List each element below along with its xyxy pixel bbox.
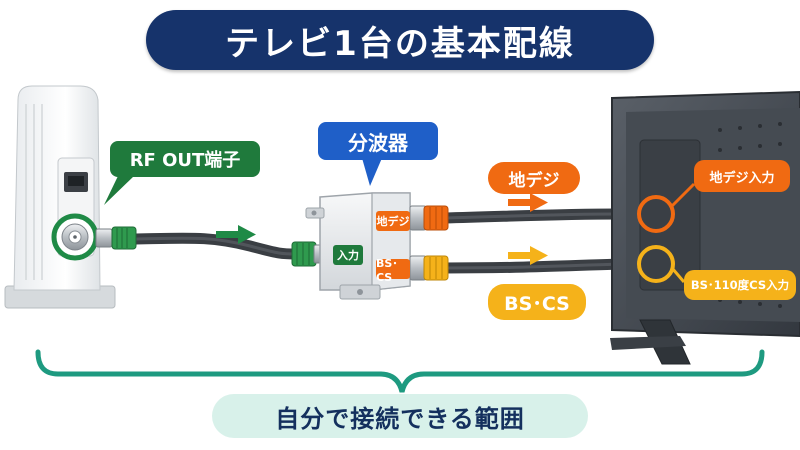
chideji-input-leader	[670, 182, 696, 208]
bscs-input-highlight	[637, 245, 675, 283]
signal-bscs-tag: BS･CS	[488, 284, 586, 320]
chideji-input-highlight	[637, 195, 675, 233]
tv-input-bscs-label: BS･110度CS入力	[684, 270, 796, 300]
tv-input-chideji-label: 地デジ入力	[694, 160, 790, 192]
page-title: テレビ1台の基本配線	[146, 10, 654, 70]
bscs-input-leader	[670, 267, 686, 283]
range-bracket	[35, 349, 765, 393]
range-caption: 自分で接続できる範囲	[212, 394, 588, 438]
input-cable	[95, 226, 329, 267]
splitter-callout-pointer	[362, 158, 382, 186]
rf-out-port-icon	[61, 223, 89, 251]
rf-out-callout-pointer	[104, 176, 134, 205]
arrow-right-icon	[508, 246, 548, 265]
splitter-output-bscs-label: BS･CS	[376, 257, 410, 284]
lan-port-icon	[64, 172, 88, 192]
splitter-label: 分波器	[318, 122, 438, 160]
wall-terminal-icon	[4, 85, 116, 309]
signal-chideji-tag: 地デジ	[488, 162, 580, 194]
rf-out-label: RF OUT端子	[110, 141, 260, 177]
splitter-output-chideji-label: 地デジ	[376, 211, 410, 231]
splitter-input-label: 入力	[333, 245, 363, 265]
arrow-right-icon	[216, 225, 256, 244]
tv-icon	[610, 90, 800, 365]
arrow-right-icon	[508, 193, 548, 212]
